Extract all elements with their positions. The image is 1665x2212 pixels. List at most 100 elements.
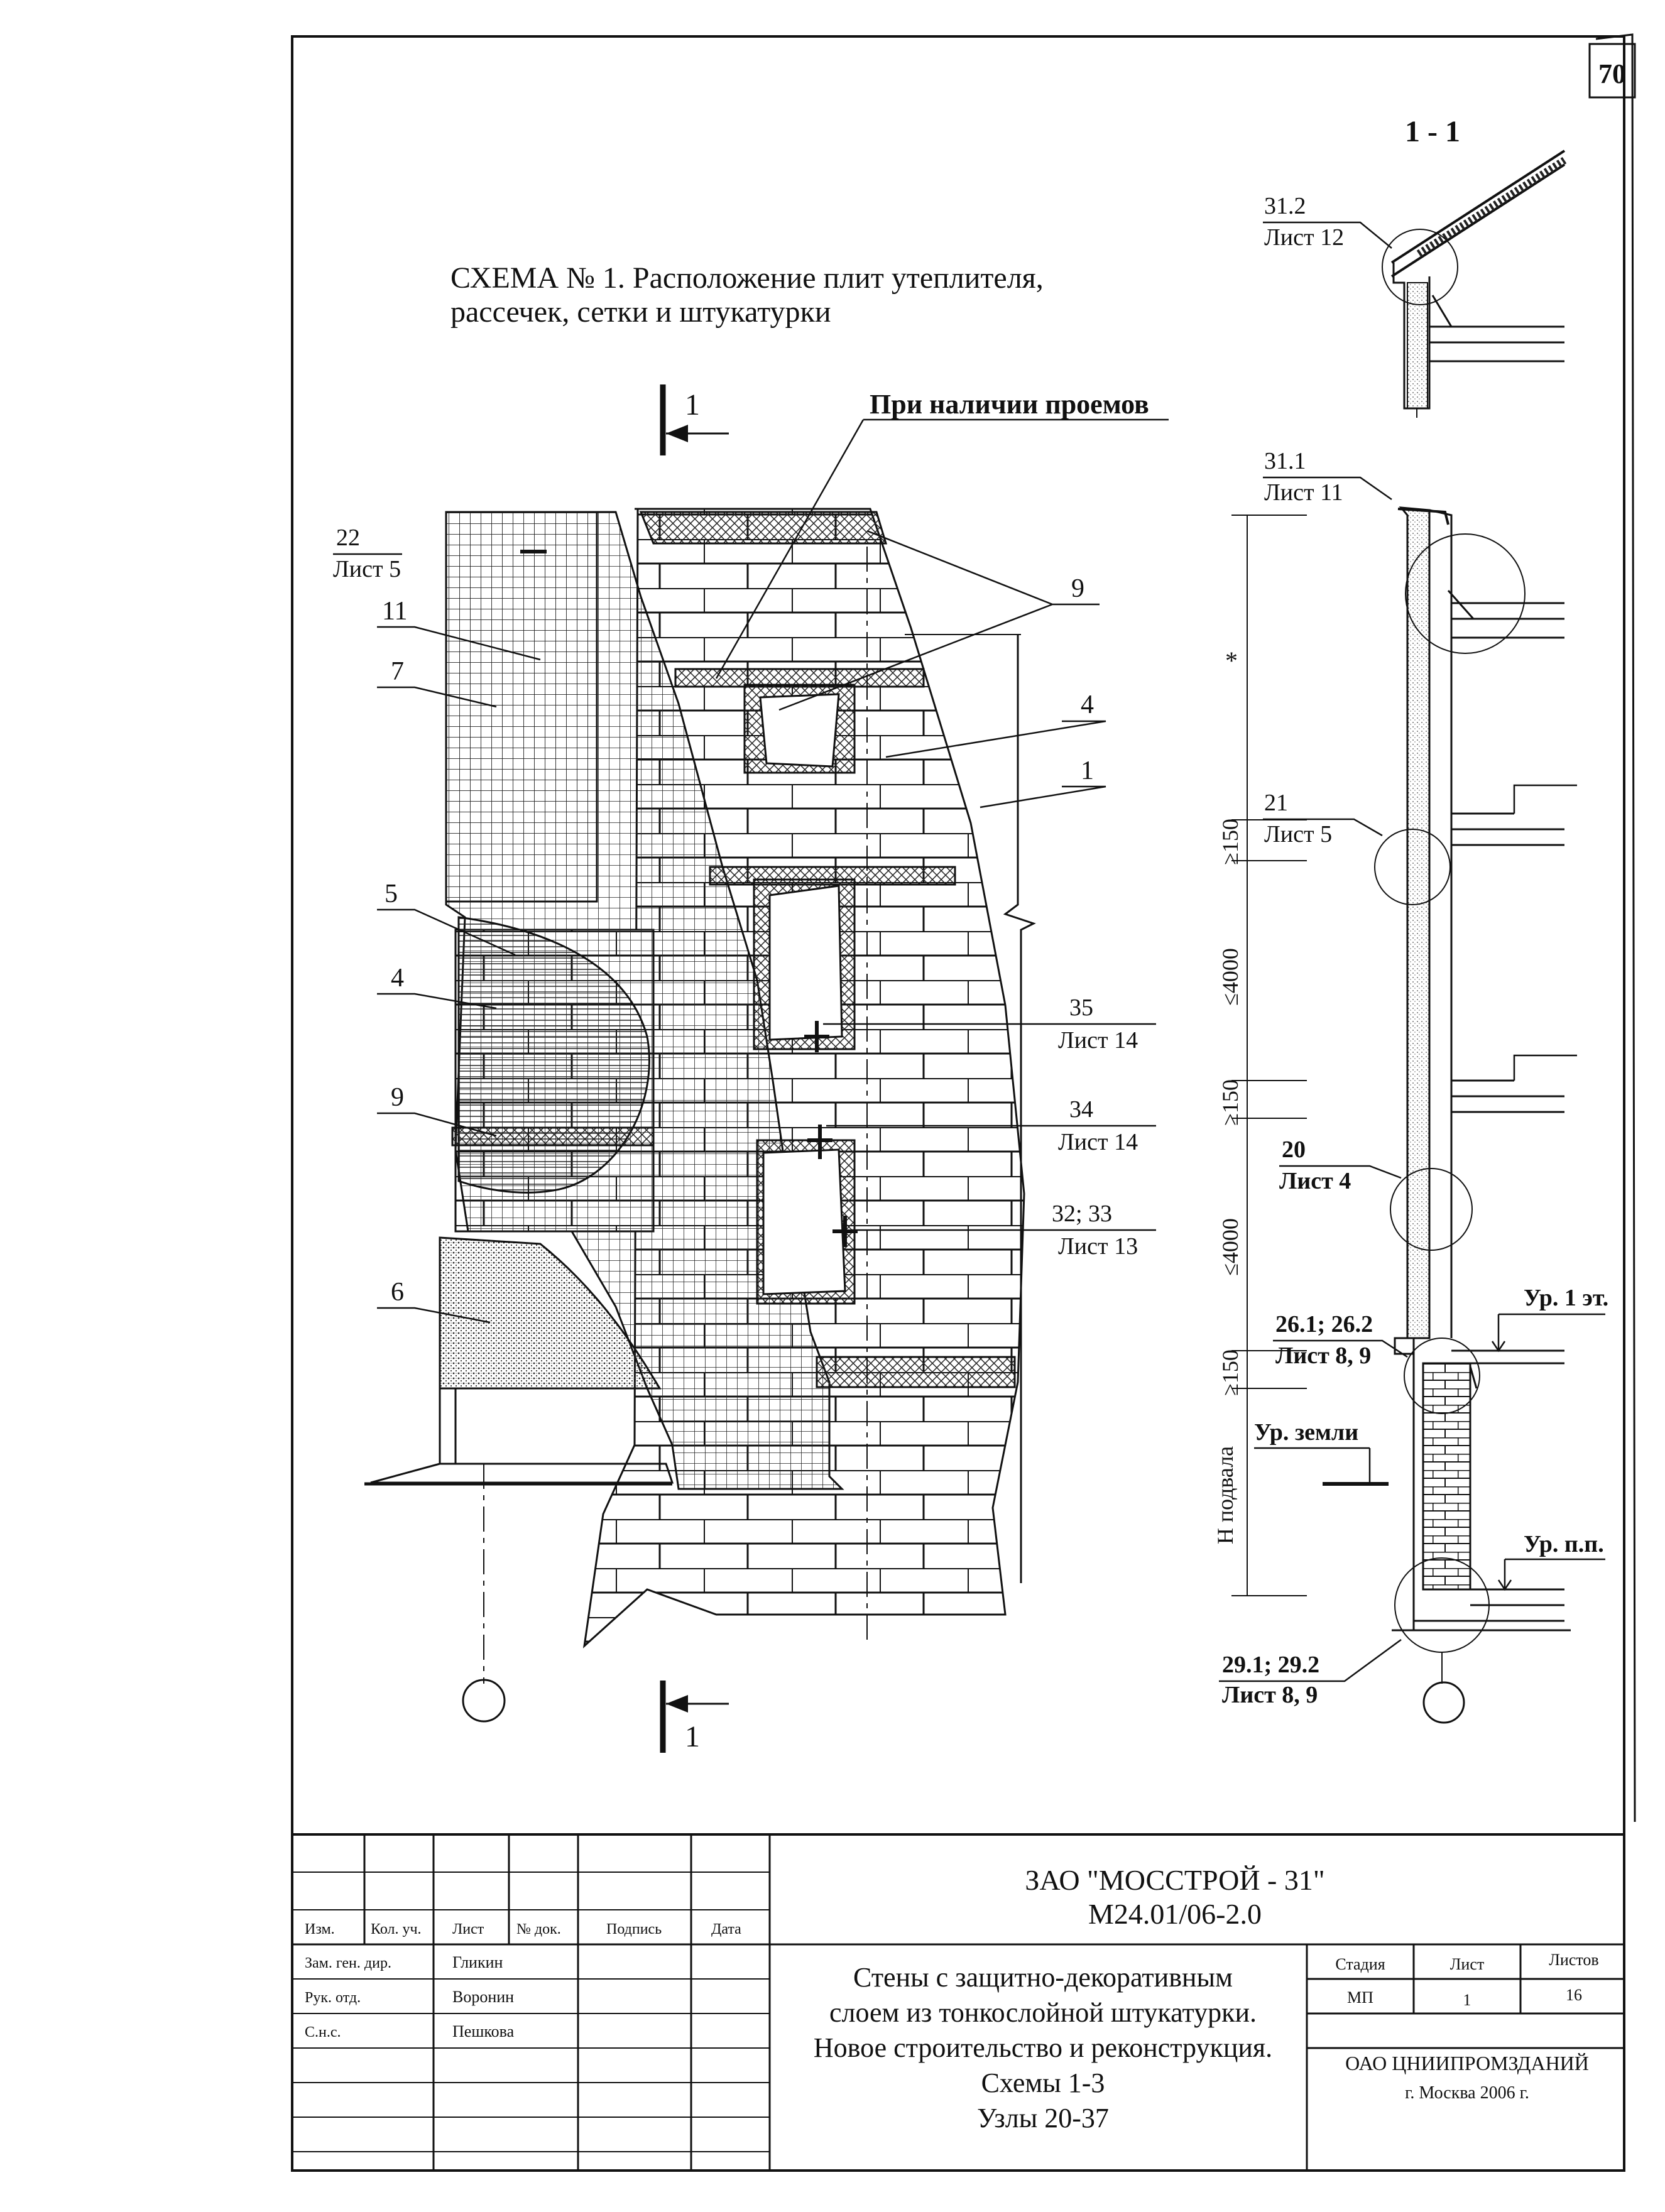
callout-31-2-number: 31.2: [1264, 193, 1306, 219]
header-signature: Подпись: [606, 1921, 662, 1937]
section-wall: [1374, 506, 1577, 1724]
callout-9-left: 9: [391, 1083, 404, 1112]
callout-35-number: 35: [1069, 994, 1093, 1021]
stage-value: МП: [1347, 1988, 1373, 2007]
callout-31-1-number: 31.1: [1264, 448, 1306, 474]
dimension-4000-bottom: ≤4000: [1218, 1218, 1243, 1276]
section-mark-bottom-label: 1: [685, 1720, 700, 1753]
fire-break-strip-left: [451, 1126, 655, 1147]
callout-6: 6: [391, 1278, 404, 1307]
callout-21-number: 21: [1264, 790, 1288, 816]
axis-marker-left: [462, 1679, 506, 1723]
callout-26-number: 26.1; 26.2: [1275, 1311, 1373, 1338]
node-circle-31-1: [1405, 533, 1526, 654]
section-mark-bottom: 1: [660, 1681, 729, 1753]
company-name: ЗАО "МОССТРОЙ - 31": [1025, 1864, 1324, 1896]
callout-34-number: 34: [1069, 1096, 1093, 1123]
plaster-panel: [445, 511, 598, 903]
scheme-title: СХЕМА № 1. Расположение плит утеплителя,…: [450, 261, 1044, 329]
decorative-plaster: [439, 1236, 662, 1390]
insulation-plate: [457, 916, 650, 1194]
level-basement-floor: Ур. п.п.: [1524, 1531, 1604, 1557]
dowel-32-33: [832, 1216, 858, 1247]
name-3: Пешкова: [452, 2022, 515, 2040]
axis-marker-right: [1422, 1681, 1465, 1724]
fire-break-strip-top: [639, 511, 888, 545]
node-circle-21: [1374, 829, 1451, 905]
role-3: С.н.с.: [305, 2024, 341, 2040]
callout-32-33-sheet: Лист 13: [1058, 1233, 1138, 1260]
sheet-label: Лист: [1450, 1955, 1484, 1973]
sheets-label: Листов: [1549, 1951, 1598, 1969]
document-code: М24.01/06-2.0: [1088, 1898, 1262, 1930]
roof-detail: [1382, 150, 1567, 418]
dimension-star: *: [1225, 646, 1238, 675]
dimension-150-mid: ≥150: [1218, 1079, 1243, 1126]
organization-name: ОАО ЦНИИПРОМЗДАНИЙ: [1345, 2052, 1589, 2074]
window-opening-3: [756, 1139, 856, 1305]
fire-break-strip-3: [816, 1356, 1016, 1388]
section-callouts: 31.2 Лист 12 31.1 Лист 11 21 Лист 5 20 Л…: [1219, 193, 1408, 1708]
description-line-5: Узлы 20-37: [977, 2103, 1109, 2133]
callout-35-sheet: Лист 14: [1058, 1027, 1138, 1054]
section-title: 1 - 1: [1405, 115, 1460, 148]
name-2: Воронин: [452, 1988, 514, 2006]
callout-20-number: 20: [1282, 1136, 1306, 1163]
dowel-34: [807, 1125, 832, 1159]
callout-31-1-sheet: Лист 11: [1264, 479, 1343, 506]
sheets-value: 16: [1566, 1986, 1582, 2004]
description-line-2: слоем из тонкослойной штукатурки.: [829, 1997, 1257, 2028]
section-mark-top-label: 1: [685, 388, 700, 422]
description-line-1: Стены с защитно-декоративным: [853, 1962, 1233, 1993]
node-circle-26: [1404, 1338, 1480, 1414]
description-line-4: Схемы 1-3: [981, 2068, 1105, 2098]
callout-20-sheet: Лист 4: [1279, 1168, 1351, 1194]
dimension-150-bottom: ≥150: [1218, 1349, 1243, 1396]
callout-4-right: 4: [1081, 690, 1094, 719]
callout-11: 11: [382, 597, 407, 626]
facade-drawing: [364, 508, 1036, 1723]
scheme-title-line-2: рассечек, сетки и штукатурки: [450, 295, 831, 329]
header-list: Лист: [452, 1921, 484, 1937]
header-date: Дата: [711, 1921, 741, 1937]
page-number: 70: [1598, 58, 1626, 89]
role-2: Рук. отд.: [305, 1990, 361, 2006]
header-doc-no: № док.: [516, 1921, 561, 1937]
dowel-35: [804, 1021, 829, 1052]
scheme-title-line-1: СХЕМА № 1. Расположение плит утеплителя,: [450, 261, 1044, 295]
city-year: г. Москва 2006 г.: [1405, 2083, 1529, 2103]
callout-29-sheet: Лист 8, 9: [1222, 1682, 1318, 1708]
callout-4-left: 4: [391, 964, 404, 993]
facade-callouts: При наличии проемов 22 Лист 5 11 7 5 4 9…: [333, 389, 1169, 1324]
node-circle-20: [1390, 1168, 1473, 1251]
description-line-3: Новое строительство и реконструкция.: [814, 2032, 1272, 2063]
role-1: Зам. ген. дир.: [305, 1955, 391, 1971]
level-marks: Ур. 1 эт. Ур. земли Ур. п.п.: [1254, 1285, 1608, 1591]
callout-34-sheet: Лист 14: [1058, 1129, 1138, 1155]
callout-31-2-sheet: Лист 12: [1264, 224, 1344, 251]
callout-5: 5: [385, 880, 398, 908]
callout-29-number: 29.1; 29.2: [1222, 1652, 1319, 1678]
sheet-value: 1: [1463, 1991, 1471, 2009]
section-1-1-drawing: 1 - 1: [1213, 115, 1608, 1724]
name-1: Гликин: [452, 1953, 503, 1971]
openings-note: При наличии проемов: [870, 389, 1149, 420]
node-circle-31-2: [1382, 229, 1458, 305]
level-first-floor: Ур. 1 эт.: [1524, 1285, 1608, 1311]
callout-22-sheet: Лист 5: [333, 556, 401, 582]
dimension-4000-top: ≤4000: [1218, 948, 1243, 1006]
dimension-150-top: ≥150: [1218, 819, 1243, 865]
callout-32-33-number: 32; 33: [1052, 1201, 1112, 1227]
window-opening-2: [753, 878, 856, 1050]
callout-9-right: 9: [1071, 574, 1084, 603]
callout-1: 1: [1081, 756, 1094, 785]
header-kol-uch: Кол. уч.: [371, 1921, 422, 1937]
window-opening-1: [743, 684, 856, 774]
title-block: ЗАО "МОССТРОЙ - 31" М24.01/06-2.0 Изм. К…: [292, 1833, 1624, 2172]
header-izm: Изм.: [305, 1921, 335, 1937]
dimension-basement-height: Н подвала: [1213, 1446, 1238, 1544]
callout-7: 7: [391, 657, 404, 686]
callout-21-sheet: Лист 5: [1264, 821, 1332, 847]
callout-26-sheet: Лист 8, 9: [1275, 1343, 1371, 1369]
